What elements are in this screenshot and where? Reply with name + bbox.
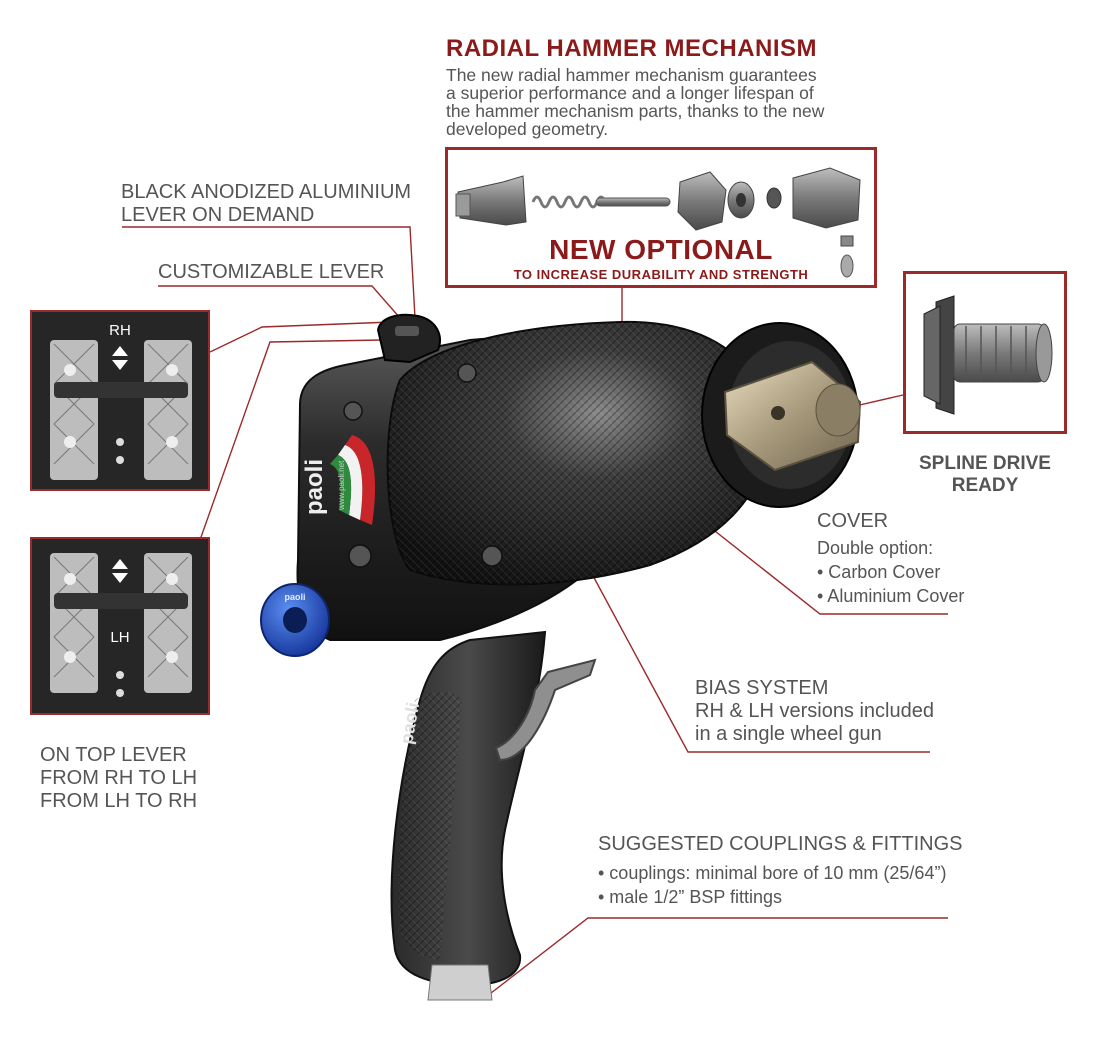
bias-line1: BIAS SYSTEM bbox=[695, 677, 829, 699]
black-lever-line1: BLACK ANODIZED ALUMINIUM bbox=[121, 181, 412, 203]
bias-line2: RH & LH versions included bbox=[695, 700, 934, 722]
spline-line2: READY bbox=[951, 475, 1019, 496]
lh-label: LH bbox=[110, 629, 130, 646]
couplings-item: • male 1/2” BSP fittings bbox=[598, 887, 783, 907]
bias-knob: paoli bbox=[260, 583, 330, 657]
leader-bias bbox=[591, 573, 930, 753]
lh-lever-panel: LH bbox=[30, 537, 210, 715]
new-optional-title: NEW OPTIONAL bbox=[549, 234, 773, 265]
cover-block: COVER Double option: • Carbon Cover • Al… bbox=[817, 510, 964, 608]
couplings-item: • couplings: minimal bore of 10 mm (25/6… bbox=[598, 863, 947, 883]
spline-line1: SPLINE DRIVE bbox=[919, 453, 1051, 474]
spline-drive-box bbox=[903, 271, 1067, 434]
lh-panel-graphic bbox=[32, 539, 208, 713]
desc-line: developed geometry. bbox=[446, 119, 609, 139]
leader-black-lever bbox=[122, 226, 416, 319]
on-top-line2: FROM RH TO LH bbox=[40, 767, 198, 789]
new-optional-subtitle: TO INCREASE DURABILITY AND STRENGTH bbox=[513, 267, 809, 282]
new-optional-box: NEW OPTIONAL TO INCREASE DURABILITY AND … bbox=[445, 147, 877, 288]
desc-line: a superior performance and a longer life… bbox=[446, 83, 814, 103]
body-brand-text: paoli bbox=[301, 459, 328, 515]
black-lever-line2: LEVER ON DEMAND bbox=[121, 204, 315, 226]
couplings-title: SUGGESTED COUPLINGS & FITTINGS bbox=[598, 833, 963, 855]
cover-title: COVER bbox=[817, 510, 889, 532]
bias-line3: in a single wheel gun bbox=[695, 723, 882, 745]
knob-brand-text: paoli bbox=[284, 592, 305, 602]
on-top-line3: FROM LH TO RH bbox=[40, 790, 198, 812]
rh-label: RH bbox=[109, 322, 131, 339]
leader-lh-panel bbox=[199, 339, 383, 541]
hammer-parts-illustration bbox=[455, 167, 861, 278]
radial-hammer-description: The new radial hammer mechanism guarante… bbox=[446, 66, 876, 138]
housing-bolts bbox=[343, 363, 503, 568]
spline-drive-label: SPLINE DRIVE READY bbox=[903, 453, 1067, 497]
desc-line: The new radial hammer mechanism guarante… bbox=[446, 65, 817, 85]
leader-rh-panel bbox=[209, 321, 393, 353]
radial-hammer-title: RADIAL HAMMER MECHANISM bbox=[446, 35, 818, 62]
black-lever-label: BLACK ANODIZED ALUMINIUM LEVER ON DEMAND bbox=[121, 181, 411, 227]
desc-line: the hammer mechanism parts, thanks to th… bbox=[446, 101, 825, 121]
trigger bbox=[494, 658, 597, 762]
air-fitting bbox=[427, 964, 493, 1001]
top-lever bbox=[376, 313, 441, 364]
leader-cover bbox=[681, 504, 948, 615]
rh-panel-graphic bbox=[32, 312, 208, 489]
on-top-line1: ON TOP LEVER bbox=[40, 744, 187, 766]
cover-item: • Carbon Cover bbox=[817, 562, 941, 582]
cover-item: • Aluminium Cover bbox=[817, 586, 965, 606]
leader-couplings bbox=[481, 917, 948, 1001]
body-website-text: www.paoli.net bbox=[337, 460, 346, 511]
leader-custom-lever bbox=[158, 285, 401, 319]
bias-system-block: BIAS SYSTEM RH & LH versions included in… bbox=[695, 677, 934, 746]
spline-drive-graphic bbox=[923, 295, 1053, 415]
on-top-lever-label: ON TOP LEVER FROM RH TO LH FROM LH TO RH bbox=[40, 744, 197, 813]
rh-lever-panel: RH bbox=[30, 310, 210, 491]
cover-subtitle: Double option: bbox=[817, 538, 934, 558]
couplings-block: SUGGESTED COUPLINGS & FITTINGS • couplin… bbox=[598, 833, 963, 909]
customizable-lever-label: CUSTOMIZABLE LEVER bbox=[158, 261, 385, 283]
